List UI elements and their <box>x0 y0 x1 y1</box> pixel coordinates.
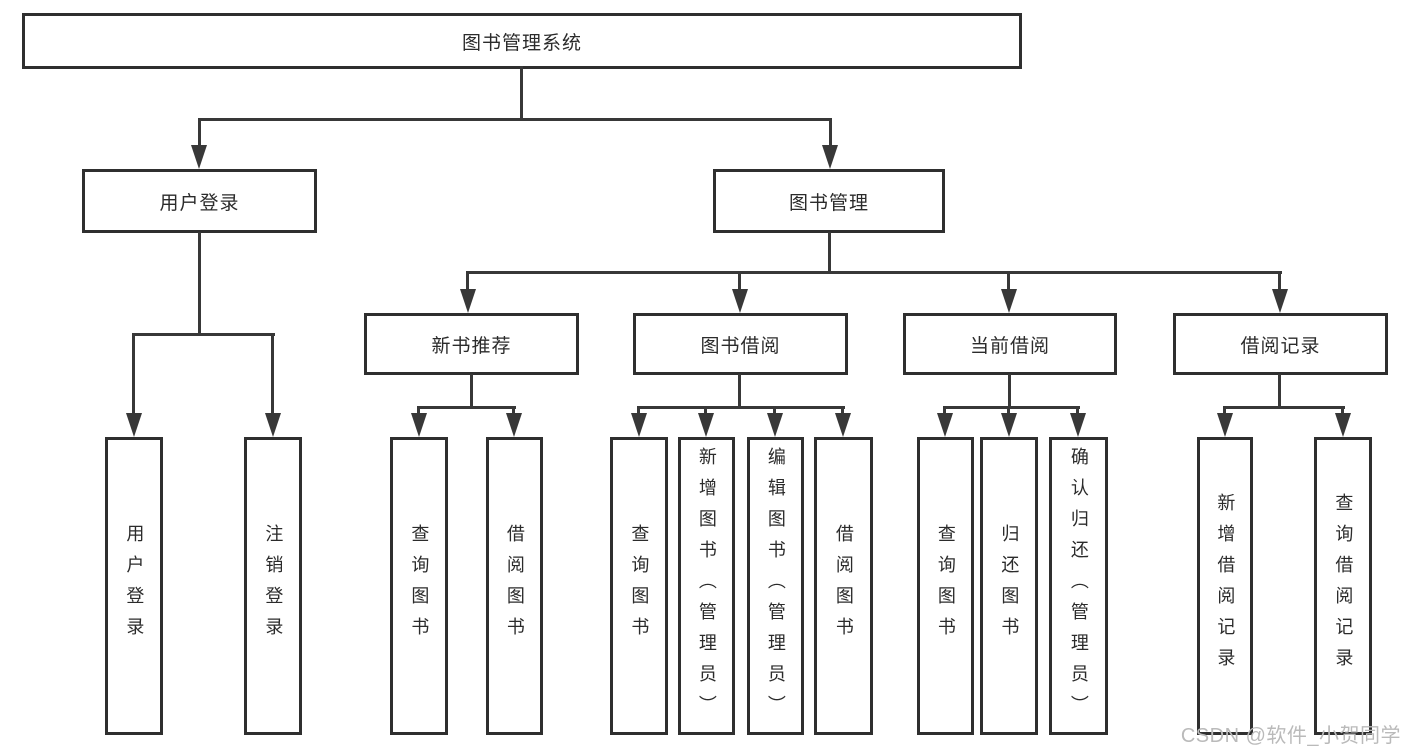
node-leaf-records-query-record: 查询借阅记录 <box>1314 437 1372 735</box>
arrow-current-confirm <box>1070 413 1086 437</box>
node-book-borrowing: 图书借阅 <box>633 313 848 375</box>
connector-book-management-stem <box>828 232 831 273</box>
arrow-borrow-add <box>698 413 714 437</box>
node-leaf-current-query-books-label: 查询图书 <box>935 524 956 648</box>
node-user-login: 用户登录 <box>82 169 317 233</box>
connector-drop-borrow-borrow <box>841 406 844 415</box>
connector-drop-recommend-borrow <box>512 406 515 415</box>
connector-user-login-bus <box>132 333 275 336</box>
connector-drop-borrow-query <box>637 406 640 415</box>
node-user-login-label: 用户登录 <box>159 192 240 214</box>
node-leaf-recommend-borrow-books-label: 借阅图书 <box>504 524 525 648</box>
connector-drop-current-query <box>943 406 946 415</box>
node-leaf-recommend-query-books-label: 查询图书 <box>409 524 430 648</box>
node-borrowing-records: 借阅记录 <box>1173 313 1388 375</box>
node-leaf-borrow-edit-book-admin: 编辑图书（管理员） <box>747 437 804 735</box>
watermark-text: CSDN @软件_小贺同学 <box>1180 725 1401 747</box>
arrow-borrow-borrow <box>835 413 851 437</box>
arrow-current-return <box>1001 413 1017 437</box>
node-leaf-borrow-query-books-label: 查询图书 <box>629 524 650 648</box>
node-leaf-borrow-borrow-books: 借阅图书 <box>814 437 873 735</box>
node-leaf-recommend-borrow-books: 借阅图书 <box>486 437 543 735</box>
connector-drop-borrowing-records <box>1278 271 1281 291</box>
connector-records-stem <box>1278 374 1281 408</box>
node-borrowing-records-label: 借阅记录 <box>1240 335 1321 357</box>
node-leaf-current-query-books: 查询图书 <box>917 437 974 735</box>
arrow-leaf-logout <box>265 413 281 437</box>
arrow-records-query <box>1335 413 1351 437</box>
connector-drop-current-borrowing <box>1007 271 1010 291</box>
connector-recommend-bus <box>417 406 516 409</box>
connector-user-login-stem <box>198 232 201 335</box>
node-leaf-records-query-record-label: 查询借阅记录 <box>1333 493 1354 679</box>
connector-drop-records-add <box>1223 406 1226 415</box>
node-new-book-recommend-label: 新书推荐 <box>431 335 512 357</box>
connector-drop-leaf-logout <box>271 333 274 415</box>
node-root-label: 图书管理系统 <box>461 32 582 54</box>
arrow-leaf-user-login <box>126 413 142 437</box>
connector-drop-borrow-add <box>704 406 707 415</box>
node-leaf-recommend-query-books: 查询图书 <box>390 437 448 735</box>
arrow-records-add <box>1217 413 1233 437</box>
node-current-borrowing: 当前借阅 <box>903 313 1117 375</box>
connector-drop-book-management <box>829 118 832 146</box>
connector-drop-leaf-user-login <box>132 333 135 415</box>
arrow-current-query <box>937 413 953 437</box>
connector-level2-bus <box>198 118 832 121</box>
connector-records-bus <box>1223 406 1345 409</box>
connector-drop-current-confirm <box>1076 406 1079 415</box>
connector-drop-user-login <box>198 118 201 146</box>
arrow-current-borrowing <box>1001 289 1017 313</box>
node-leaf-borrow-borrow-books-label: 借阅图书 <box>833 524 854 648</box>
connector-drop-new-book-recommend <box>466 271 469 291</box>
connector-drop-borrow-edit <box>773 406 776 415</box>
node-leaf-current-confirm-return-admin: 确认归还（管理员） <box>1049 437 1108 735</box>
node-leaf-borrow-add-book-admin-label: 新增图书（管理员） <box>696 446 717 726</box>
node-leaf-borrow-add-book-admin: 新增图书（管理员） <box>678 437 735 735</box>
node-book-management-label: 图书管理 <box>788 192 869 214</box>
connector-level3-bus <box>466 271 1282 274</box>
node-leaf-records-add-record-label: 新增借阅记录 <box>1215 493 1236 679</box>
arrow-recommend-borrow <box>506 413 522 437</box>
node-book-management: 图书管理 <box>713 169 945 233</box>
node-leaf-records-add-record: 新增借阅记录 <box>1197 437 1253 735</box>
node-leaf-logout-label: 注销登录 <box>263 524 284 648</box>
connector-drop-book-borrowing <box>738 271 741 291</box>
node-root: 图书管理系统 <box>22 13 1022 69</box>
arrow-book-management <box>822 145 838 169</box>
arrow-recommend-query <box>411 413 427 437</box>
node-leaf-current-return-books: 归还图书 <box>980 437 1038 735</box>
connector-current-stem <box>1008 374 1011 408</box>
connector-root-stem <box>520 66 523 120</box>
arrow-book-borrowing <box>732 289 748 313</box>
node-leaf-user-login: 用户登录 <box>105 437 163 735</box>
arrow-borrow-query <box>631 413 647 437</box>
node-leaf-borrow-query-books: 查询图书 <box>610 437 668 735</box>
arrow-user-login <box>191 145 207 169</box>
arrow-new-book-recommend <box>460 289 476 313</box>
node-new-book-recommend: 新书推荐 <box>364 313 579 375</box>
node-leaf-borrow-edit-book-admin-label: 编辑图书（管理员） <box>765 446 786 726</box>
node-book-borrowing-label: 图书借阅 <box>700 335 781 357</box>
connector-borrowing-bus <box>637 406 845 409</box>
node-leaf-user-login-label: 用户登录 <box>124 524 145 648</box>
node-leaf-current-return-books-label: 归还图书 <box>999 524 1020 648</box>
connector-recommend-stem <box>470 374 473 408</box>
connector-drop-current-return <box>1007 406 1010 415</box>
connector-drop-records-query <box>1341 406 1344 415</box>
arrow-borrow-edit <box>767 413 783 437</box>
node-current-borrowing-label: 当前借阅 <box>969 335 1050 357</box>
node-leaf-current-confirm-return-admin-label: 确认归还（管理员） <box>1068 446 1089 726</box>
arrow-borrowing-records <box>1272 289 1288 313</box>
node-leaf-logout: 注销登录 <box>244 437 302 735</box>
connector-drop-recommend-query <box>417 406 420 415</box>
connector-borrowing-stem <box>738 374 741 408</box>
connector-current-bus <box>943 406 1080 409</box>
